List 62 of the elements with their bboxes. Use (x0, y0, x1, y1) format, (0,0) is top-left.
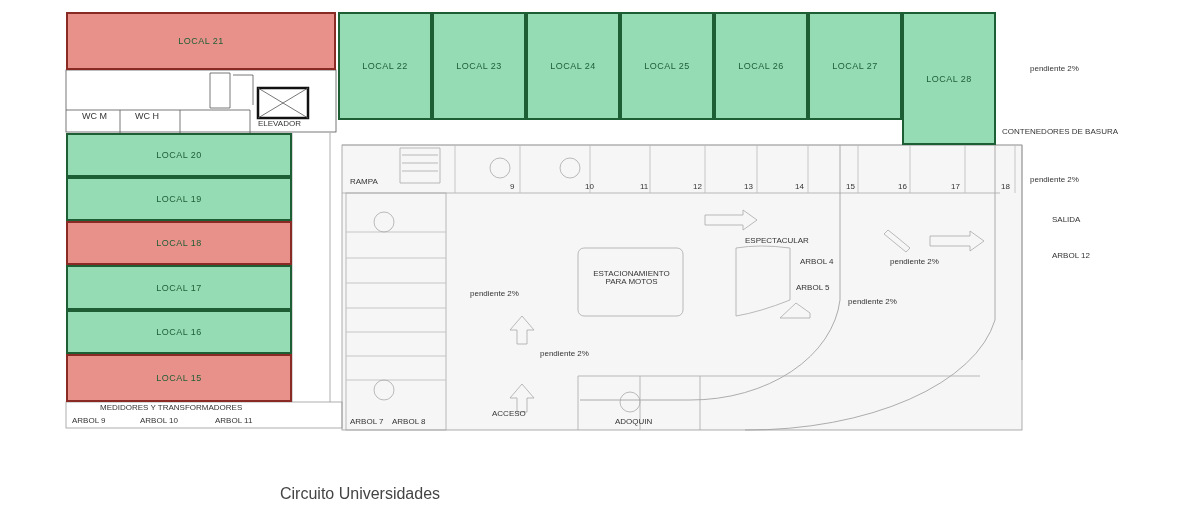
tree-label: ARBOL 12 (1052, 252, 1090, 260)
area-label: ESTACIONAMIENTO PARA MOTOS (592, 270, 671, 286)
unit-label: LOCAL 16 (156, 327, 202, 337)
room-label: WC M (82, 112, 107, 121)
room-label: WC H (135, 112, 159, 121)
unit-label: LOCAL 18 (156, 238, 202, 248)
stall-number: 11 (640, 183, 649, 191)
retail-unit (66, 265, 292, 310)
access-label: ACCESO (492, 410, 526, 418)
unit-label: LOCAL 23 (456, 61, 502, 71)
street-name: Circuito Universidades (280, 486, 441, 502)
slope-note: pendiente 2% (1030, 176, 1079, 184)
tree-label: ARBOL 10 (140, 417, 178, 425)
unit-label: LOCAL 25 (644, 61, 690, 71)
retail-unit (714, 12, 808, 120)
retail-unit (338, 12, 432, 120)
unit-label: LOCAL 21 (178, 36, 224, 46)
stall-number: 9 (510, 183, 515, 191)
retail-unit (66, 12, 336, 70)
area-label: ESPECTACULAR (745, 237, 809, 245)
retail-unit (808, 12, 902, 120)
retail-unit (66, 354, 292, 402)
paving-note: ADOQUIN (615, 418, 653, 426)
stall-number: 10 (585, 183, 594, 191)
stall-number: 17 (951, 183, 960, 191)
stall-number: 18 (1001, 183, 1010, 191)
unit-label: LOCAL 19 (156, 194, 202, 204)
unit-label: LOCAL 20 (156, 150, 202, 160)
tree-label: ARBOL 4 (800, 258, 834, 266)
tree-label: ARBOL 11 (215, 417, 253, 425)
retail-unit (902, 12, 996, 145)
retail-unit (432, 12, 526, 120)
retail-unit (66, 221, 292, 265)
unit-label: LOCAL 17 (156, 282, 202, 293)
slope-note: pendiente 2% (1030, 65, 1079, 73)
slope-note: pendiente 2% (540, 350, 589, 358)
slope-note: pendiente 2% (890, 258, 939, 266)
unit-label: LOCAL 24 (550, 61, 596, 71)
unit-label: LOCAL 22 (362, 61, 408, 71)
retail-unit (66, 133, 292, 177)
tree-label: ARBOL 5 (796, 284, 830, 292)
stall-number: 15 (846, 183, 855, 191)
retail-unit (620, 12, 714, 120)
retail-unit (66, 310, 292, 354)
tree-label: ARBOL 9 (72, 417, 106, 425)
unit-label: LOCAL 15 (156, 373, 202, 383)
ramp-label: RAMPA (350, 178, 378, 186)
room-label: ELEVADOR (258, 120, 301, 128)
unit-label: LOCAL 26 (738, 61, 784, 71)
tree-label: ARBOL 8 (392, 418, 426, 426)
exit-label: SALIDA (1052, 216, 1081, 224)
stall-number: 14 (795, 183, 804, 191)
unit-label: LOCAL 27 (832, 61, 878, 71)
slope-note: pendiente 2% (848, 298, 897, 306)
unit-label: LOCAL 28 (926, 73, 972, 84)
retail-unit (526, 12, 620, 120)
tree-label: ARBOL 7 (350, 418, 384, 426)
retail-unit (66, 177, 292, 221)
stall-number: 16 (898, 183, 907, 191)
stall-number: 13 (744, 183, 753, 191)
slope-note: pendiente 2% (470, 290, 519, 298)
stall-number: 12 (693, 183, 702, 191)
